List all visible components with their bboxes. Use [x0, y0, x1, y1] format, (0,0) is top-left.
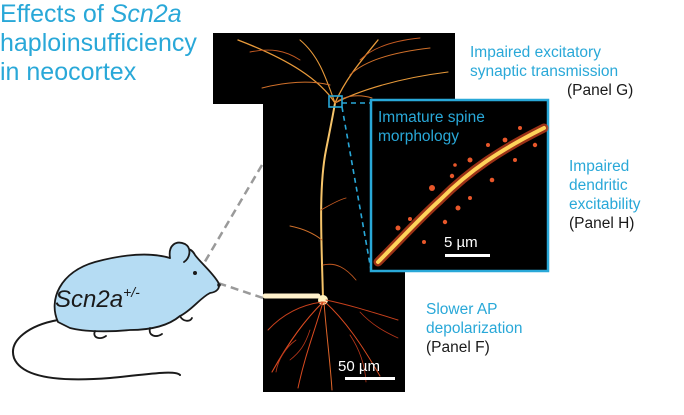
title-line3: in neocortex — [0, 58, 137, 86]
mouse-gene: Scn2a — [55, 286, 124, 313]
annotation-ap: Slower AP depolarization (Panel F) — [426, 300, 523, 357]
annotation-dendritic-line2: dendritic — [569, 177, 628, 194]
mouse-genotype: +/- — [123, 284, 140, 300]
annotation-dendritic: Impaired dendritic excitability (Panel H… — [569, 157, 641, 233]
inset-label-line2: morphology — [378, 128, 459, 145]
zoom-connector-bottom — [341, 106, 372, 271]
annotation-dendritic-line1: Impaired — [569, 158, 630, 175]
annotation-excitatory: Impaired excitatory synaptic transmissio… — [470, 43, 633, 100]
inset-label: Immature spine morphology — [378, 108, 485, 146]
mouse-eye — [193, 271, 197, 275]
title-line1-prefix: Effects of — [0, 0, 111, 28]
inset-scale-bar — [445, 254, 490, 257]
mouse-nose — [217, 283, 221, 287]
title-line2: haploinsufficiency — [0, 29, 197, 57]
figure-title: Effects of Scn2a haploinsufficiency in n… — [0, 0, 684, 87]
zoom-region-box — [328, 95, 343, 108]
annotation-dendritic-panel: (Panel H) — [569, 215, 635, 232]
annotation-excitatory-line1: Impaired excitatory — [470, 44, 601, 61]
annotation-excitatory-panel: (Panel G) — [567, 82, 634, 99]
title-connector-upper — [198, 164, 264, 271]
annotation-ap-panel: (Panel F) — [426, 339, 490, 356]
mouse-genotype-label: Scn2a+/- — [55, 278, 140, 314]
inset-label-line1: Immature spine — [378, 109, 485, 126]
mouse-ear — [168, 241, 191, 263]
title-connector-lower — [217, 281, 264, 300]
pyramidal-neuron — [237, 37, 449, 391]
mouse-tail — [12, 319, 181, 381]
annotation-dendritic-line3: excitability — [569, 196, 641, 213]
main-scale-label: 50 µm — [338, 358, 380, 375]
main-scale-bar — [345, 377, 395, 380]
annotation-ap-line2: depolarization — [426, 320, 523, 337]
annotation-ap-line1: Slower AP — [426, 301, 498, 318]
spine-inset — [369, 98, 550, 273]
mouse-body — [53, 248, 220, 333]
mouse-illustration — [12, 241, 221, 381]
title-line1-gene: Scn2a — [110, 0, 182, 28]
annotation-excitatory-line2: synaptic transmission — [470, 63, 619, 80]
inset-scale-label: 5 µm — [444, 234, 478, 251]
